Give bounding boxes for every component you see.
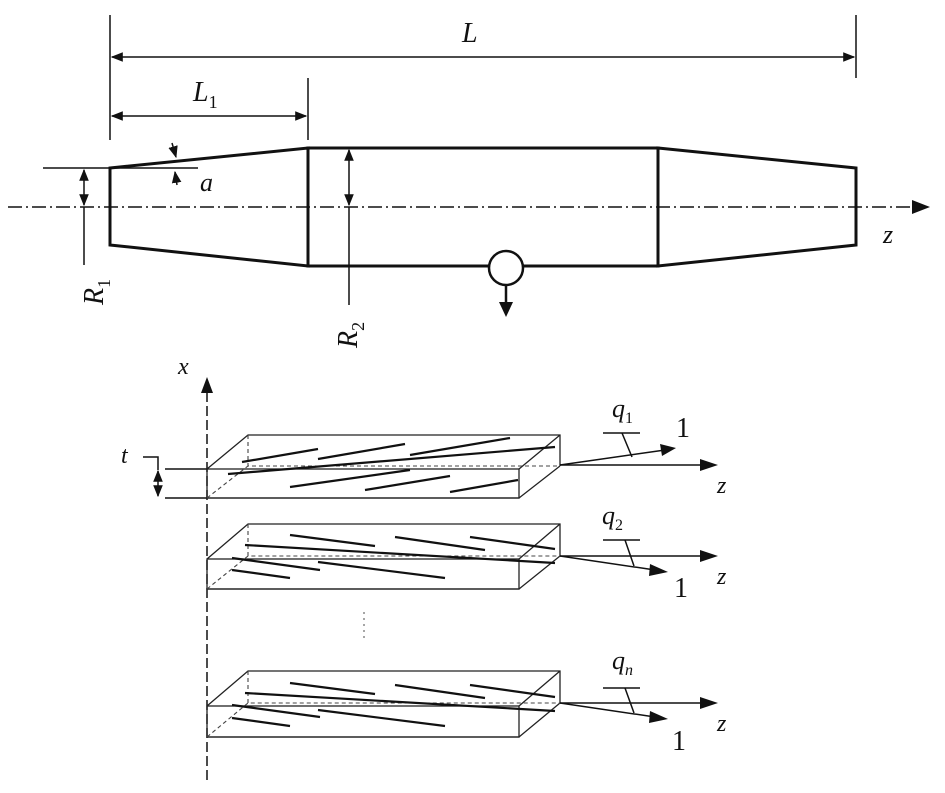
ply-1-fiber-dir: 1 bbox=[676, 413, 690, 444]
dimension-L1: L1 bbox=[110, 77, 309, 140]
ply-1-fibers bbox=[227, 436, 556, 494]
dimension-R1: R1 bbox=[43, 167, 114, 306]
ply-2-fibers bbox=[231, 533, 556, 580]
ply-n-angle: qn bbox=[612, 646, 633, 679]
ply-2-fiber-dir: 1 bbox=[674, 573, 688, 604]
label-L1: L1 bbox=[192, 77, 218, 112]
ply-2-axis: z bbox=[716, 564, 727, 590]
ply-2-angle: q2 bbox=[602, 501, 623, 534]
ply-n: qn 1 z bbox=[206, 646, 727, 757]
label-x: x bbox=[177, 354, 189, 380]
label-t: t bbox=[121, 443, 129, 469]
dimension-t: t bbox=[121, 443, 207, 499]
ply-n-fibers bbox=[231, 681, 556, 728]
load-circle-icon bbox=[487, 249, 525, 317]
ply-n-fiber-dir: 1 bbox=[672, 726, 686, 757]
ply-2: q2 1 z bbox=[206, 501, 727, 604]
laminate-drawing: x t bbox=[121, 354, 727, 783]
label-R1: R1 bbox=[79, 279, 114, 306]
label-a: a bbox=[200, 168, 213, 197]
dimension-R2: R2 bbox=[333, 148, 368, 349]
dimension-L: L bbox=[109, 15, 857, 140]
ply-1-angle: q1 bbox=[612, 394, 633, 427]
ply-n-axis: z bbox=[716, 711, 727, 737]
z-axis-top: z bbox=[8, 200, 930, 249]
shaft-drawing: L L1 z a bbox=[8, 15, 930, 349]
label-R2: R2 bbox=[333, 322, 368, 349]
label-L: L bbox=[461, 18, 478, 49]
taper-angle-a: a bbox=[110, 142, 213, 197]
ply-1-axis: z bbox=[716, 473, 727, 499]
label-z-top: z bbox=[882, 220, 893, 249]
ply-1: q1 1 z bbox=[206, 394, 727, 499]
